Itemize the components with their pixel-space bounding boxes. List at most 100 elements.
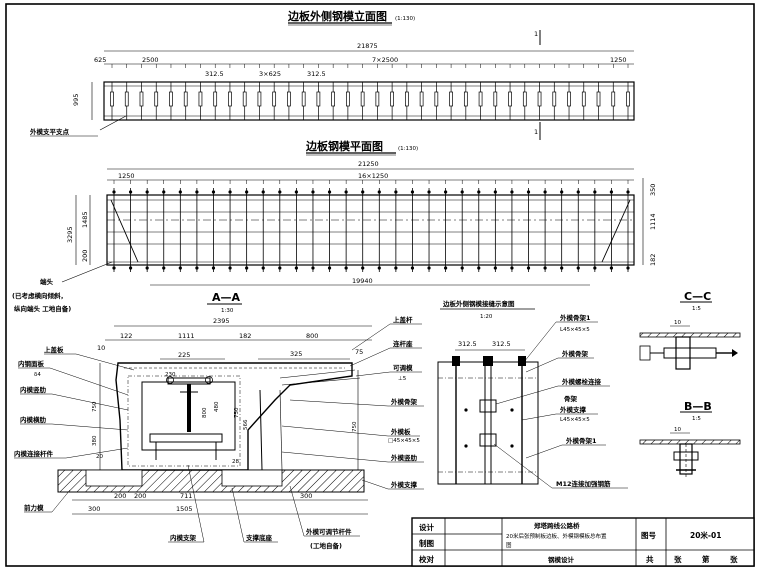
plan-note-line1: (已考虑横向倾斜， <box>12 291 67 300</box>
plan-bolt <box>128 190 133 194</box>
plan-bolt <box>609 266 614 270</box>
plan-bolt <box>394 266 398 270</box>
conn-label-7: 外模骨架1 <box>566 436 597 445</box>
plan-bolt <box>510 190 514 194</box>
section-aa-dim-0: 122 <box>120 332 132 340</box>
plan-bolt <box>626 190 630 194</box>
elevation-view: 边板外侧钢模立面图 (1:130) 21875 625 2500 312.5 3… <box>30 9 635 140</box>
plan-bolt <box>377 190 381 194</box>
section-aa-mid-dim-2: 566 <box>243 419 249 430</box>
plan-bolt <box>294 266 298 270</box>
section-aa-right-labels: 上盖杆 连杆座 可调模 ⊥5 外模骨架 外模板 □45×45×5 外模竖肋 外模… <box>281 315 424 490</box>
plan-bolt <box>344 190 348 194</box>
plan-bolt <box>228 266 232 270</box>
label-inner-bracket: 内模支架 <box>170 533 197 542</box>
section-mark-bottom: 1 <box>534 128 538 136</box>
elevation-stiffener <box>405 91 409 107</box>
tb-check: 校对 <box>419 554 434 564</box>
elevation-stiffener <box>626 91 630 107</box>
elevation-stiffener <box>375 91 380 107</box>
elevation-stiffener <box>581 91 586 107</box>
section-aa-dim-6: 10 <box>97 344 105 352</box>
plan-bolt <box>444 190 448 194</box>
plan-bolt <box>477 190 481 194</box>
section-bb: B—B 1:5 10 <box>639 400 741 478</box>
support-label: 外模支平支点 <box>30 127 70 136</box>
elevation-stiffener <box>316 91 321 107</box>
plan-bolt <box>427 190 431 194</box>
elevation-stiffener <box>390 91 394 107</box>
plan-bolt <box>327 266 332 270</box>
section-cc-dim-0: 10 <box>674 320 681 326</box>
elevation-dim-3: 3×625 <box>259 70 281 78</box>
plan-bolt <box>261 266 265 270</box>
plan-bolt <box>228 190 232 194</box>
label-rod-seat: 连杆座 <box>393 339 413 348</box>
title-block: 设计 制图 校对 郑塔跨线公路桥 20米后张预制板边板、外模钢模板总布置 图 钢… <box>411 517 755 567</box>
tb-drawing-name: 钢模设计 <box>548 555 575 564</box>
tb-fig-no: 20米-01 <box>690 530 722 540</box>
plan-bolt <box>410 266 415 270</box>
elevation-title: 边板外侧钢模立面图 <box>287 9 387 23</box>
label-outer-adjust-rod-note: (工地自备) <box>310 541 342 550</box>
label-outer-frame: 外模骨架 <box>391 397 418 406</box>
plan-bolt <box>311 190 315 194</box>
elevation-stiffener <box>611 91 616 107</box>
conn-label-6: L45×45×5 <box>560 417 590 423</box>
elevation-stiffener <box>360 91 365 107</box>
plan-bolt <box>128 266 133 270</box>
conn-label-0: 外模骨架1 <box>560 313 591 322</box>
plan-right-dim-1: 1114 <box>649 213 657 230</box>
section-aa-mid-dim-0: 230 <box>165 372 176 378</box>
plan-left-dim-0: 3295 <box>66 226 74 243</box>
tb-fig-label: 图号 <box>641 531 656 540</box>
plan-bolt <box>261 190 265 194</box>
tb-project-line2: 20米后张预制板边板、外模钢模板总布置 <box>506 532 607 540</box>
elevation-stiffener <box>257 91 262 107</box>
section-aa-dim-7: 75 <box>355 348 363 356</box>
plan-bolt <box>162 190 166 194</box>
plan-bolt <box>211 266 216 270</box>
plan-right-dim-0: 350 <box>649 184 657 196</box>
section-aa-overall: 2395 <box>213 317 230 325</box>
elevation-stiffener <box>419 91 424 107</box>
plan-bolt <box>593 266 597 270</box>
section-cc: C—C 1:5 10 <box>639 290 741 370</box>
elevation-dim-4: 312.5 <box>307 70 326 78</box>
section-aa-left-dim-1: 380 <box>92 435 98 446</box>
elevation-dim-6: 1250 <box>610 56 627 64</box>
plan-bolt <box>377 266 381 270</box>
plan-bolt <box>510 266 514 270</box>
plan-left-dim-2: 200 <box>81 250 89 262</box>
plan-bolt <box>145 190 149 194</box>
section-aa-left-dim-0: 750 <box>92 401 98 412</box>
elevation-stiffener <box>434 91 439 107</box>
section-aa-bottom-0: 300 <box>88 505 100 513</box>
section-aa-mid-dim-5: 28 <box>232 459 239 465</box>
plan-bolt <box>278 190 282 194</box>
label-adjustable-form: 可调模 <box>393 363 413 372</box>
plan-bolt <box>526 190 531 194</box>
section-aa-mid-dim-4: 480 <box>214 401 220 412</box>
section-aa-bottom-4: 1505 <box>176 505 193 513</box>
label-outer-panel: 外模板 <box>391 427 411 436</box>
section-aa-dim-1: 1111 <box>178 332 195 340</box>
label-inner-vertical-rib: 内模竖肋 <box>20 385 47 394</box>
connection-dim-1: 312.5 <box>492 340 511 348</box>
plan-bolt <box>211 190 216 194</box>
plan-bolt <box>477 266 481 270</box>
elevation-scale: (1:130) <box>395 16 415 22</box>
elevation-stiffener <box>449 91 453 107</box>
section-aa-dim-4: 225 <box>178 351 190 359</box>
plan-left-dim-1: 1485 <box>81 211 89 228</box>
section-aa-right-height: 750 <box>352 421 358 432</box>
section-bb-dim-0: 10 <box>674 427 681 433</box>
plan-bolt <box>460 266 464 270</box>
section-aa-mid-dim-3: 750 <box>234 407 240 418</box>
plan-dim-0: 1250 <box>118 172 135 180</box>
elevation-stiffener <box>242 91 247 107</box>
conn-label-2: 外模骨架 <box>562 349 589 358</box>
label-front-form: 前力模 <box>24 503 44 512</box>
label-outer-panel-size: □45×45×5 <box>388 438 420 444</box>
elevation-stiffener <box>346 91 350 107</box>
